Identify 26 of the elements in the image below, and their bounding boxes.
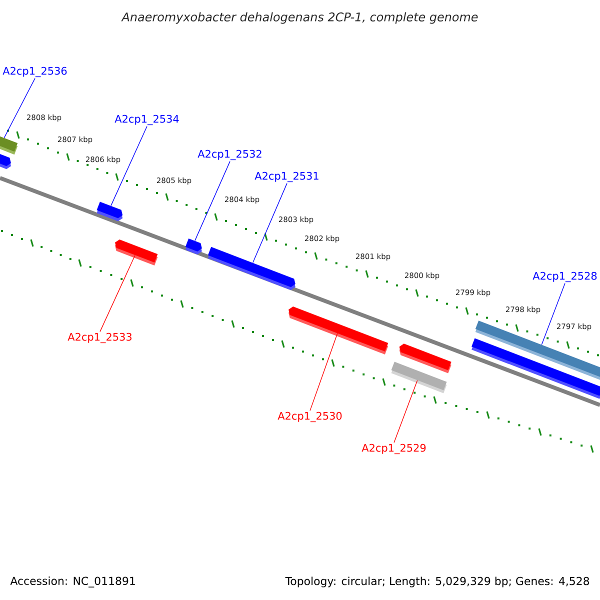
leader-line	[110, 126, 148, 206]
gene-block	[208, 246, 296, 290]
footer-text: Topology: circular; Length: 5,029,329 bp; Genes: 4,528	[285, 576, 590, 588]
gene-block	[288, 306, 388, 354]
gene-label: A2cp1_2533	[68, 332, 132, 344]
gene-label: A2cp1_2534	[114, 114, 179, 126]
gene-label: A2cp1_2529	[362, 444, 426, 454]
gene-label: A2cp1_2531	[254, 172, 318, 182]
footer-text: Accession: NC_011891	[10, 576, 135, 588]
gene-block	[399, 344, 452, 374]
gene-label: A2cp1_2530	[278, 412, 342, 422]
gene-label: A2cp1_2532	[198, 150, 262, 160]
gene-block	[185, 238, 202, 254]
gene-label: A2cp1_2536	[2, 66, 67, 78]
leader-line	[252, 182, 288, 264]
leader-line	[194, 160, 230, 242]
gene-block	[0, 154, 11, 170]
gene-block	[96, 202, 123, 222]
leader-line	[100, 254, 136, 332]
leader-line	[394, 380, 418, 444]
leader-line	[4, 78, 36, 138]
leader-line	[310, 333, 338, 412]
gene-block	[115, 239, 158, 266]
title: Anaeromyxobacter dehalogenans 2CP-1, complete genome	[121, 12, 478, 24]
gene-label: A2cp1_2528	[532, 272, 597, 282]
gene-block	[472, 338, 600, 399]
